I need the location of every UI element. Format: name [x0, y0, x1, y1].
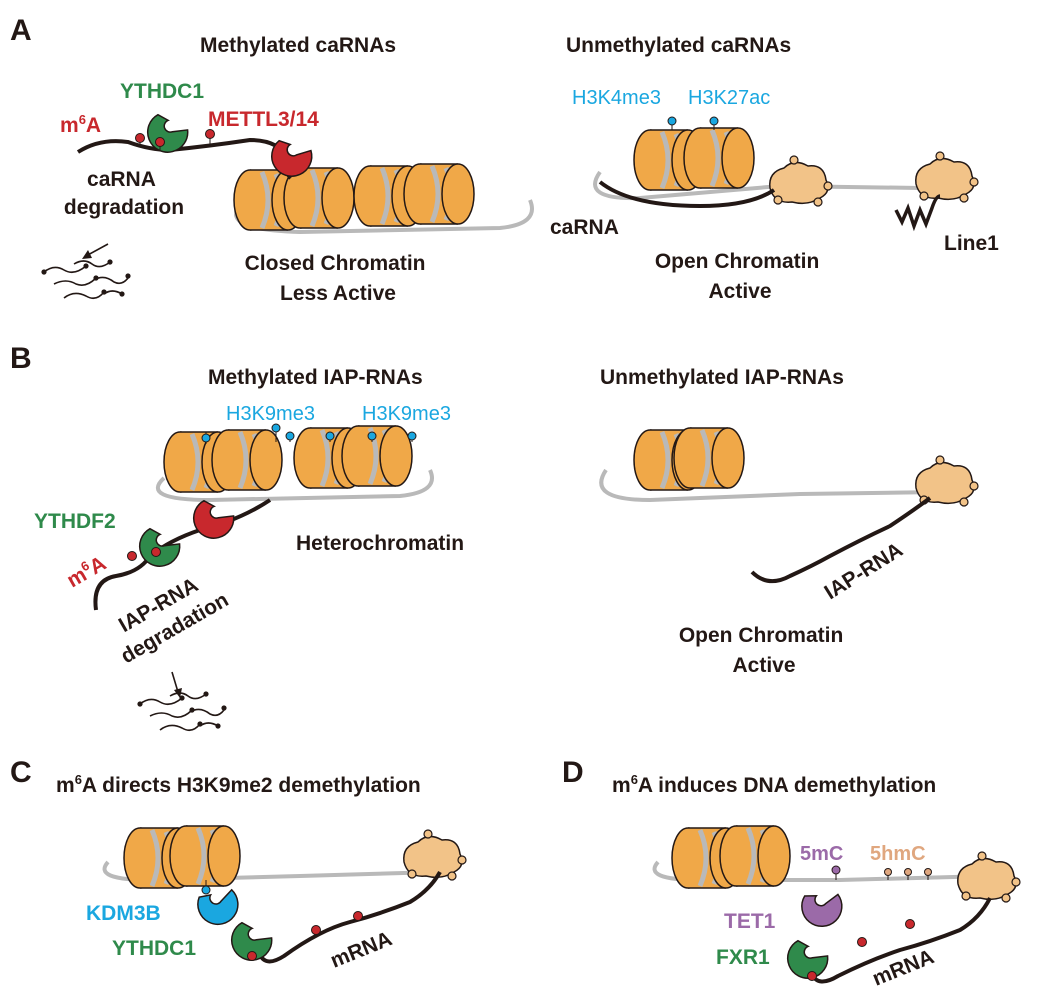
- panel-d-5mc-label: 5mC: [800, 843, 843, 865]
- panel-d-title: m6A induces DNA demethylation: [612, 772, 936, 797]
- panel-c: C m6A directs H3K9me2 demethylation KDM3…: [10, 756, 467, 973]
- panel-a-histone2-label: H3K27ac: [688, 87, 770, 109]
- panel-b-right-title: Unmethylated IAP-RNAs: [600, 366, 844, 389]
- panel-a-polymerase-1: [769, 155, 833, 207]
- panel-c-mrna-label: mRNA: [327, 927, 395, 972]
- panel-c-nucleosomes: [124, 826, 240, 888]
- panel-b-dna: [156, 469, 434, 503]
- panel-b-degradation-label: IAP-RNA degradation: [103, 564, 233, 668]
- panel-b-fragments: [137, 691, 227, 732]
- panel-b-m6a-marks: [127, 547, 161, 561]
- panel-a-fragments: [41, 259, 131, 300]
- panel-b-histone-marks: [201, 423, 417, 444]
- panel-a: A Methylated caRNAs Unmethylated caRNAs …: [10, 14, 999, 305]
- panel-c-title: m6A directs H3K9me2 demethylation: [56, 772, 421, 797]
- panel-b-histone2-label: H3K9me3: [362, 403, 451, 425]
- panel-a-nucleosome-array: [234, 164, 474, 230]
- panel-c-polymerase: [403, 829, 467, 881]
- panel-a-left-title: Methylated caRNAs: [200, 34, 396, 57]
- panel-b-left-state: Heterochromatin: [296, 532, 464, 555]
- panel-b-iap-rna-right: [750, 496, 932, 584]
- panel-a-histone1-label: H3K4me3: [572, 87, 661, 109]
- panel-d-letter: D: [562, 756, 584, 789]
- panel-c-ythdc1-label: YTHDC1: [112, 937, 196, 960]
- panel-a-carna-strand-right: [598, 180, 776, 209]
- panel-d-nucleosomes: [672, 826, 790, 888]
- panel-d-mrna-label: mRNA: [869, 945, 937, 990]
- panel-d-5hmc-label: 5hmC: [870, 843, 926, 865]
- panel-a-polymerase-2: [915, 151, 979, 203]
- panel-a-histone-marks: [667, 116, 719, 130]
- panel-b-polymerase: [915, 455, 979, 507]
- panel-d-mrna-strand: [810, 897, 992, 984]
- panel-d-tet1-label: TET1: [724, 910, 776, 933]
- panel-c-kdm3b-label: KDM3B: [86, 902, 161, 925]
- panel-a-right-state: Open Chromatin Active: [655, 250, 825, 303]
- panel-b-right-dna: [599, 468, 941, 503]
- panel-d-fxr1: [779, 930, 835, 987]
- panel-b-iap-rna-label: IAP-RNA: [820, 538, 906, 604]
- panel-a-line1-label: Line1: [944, 232, 999, 255]
- panel-b-left-title: Methylated IAP-RNAs: [208, 366, 423, 389]
- panel-d-5mc-mark: [831, 865, 841, 880]
- panel-a-ythdc1-reader: [139, 104, 195, 161]
- panel-d-tet1: [793, 879, 850, 935]
- panel-a-letter: A: [10, 14, 32, 47]
- panel-c-kdm3b: [191, 879, 244, 931]
- panel-a-reader-label: YTHDC1: [120, 80, 204, 103]
- panel-a-degradation-label: caRNA degradation: [64, 168, 184, 219]
- panel-a-m6a-marks: [135, 129, 215, 150]
- panel-c-mrna-strand: [256, 871, 442, 964]
- panel-b-reader-label: YTHDF2: [34, 510, 116, 533]
- panel-b-m6a-label: m6A: [62, 550, 110, 592]
- panel-a-m6a-label: m6A: [60, 112, 101, 137]
- panel-b-right-state: Open Chromatin Active: [679, 624, 849, 677]
- panel-b-arrow: [171, 671, 179, 693]
- panel-d-polymerase: [957, 851, 1021, 903]
- panel-b-letter: B: [10, 342, 32, 375]
- panel-a-carna-label: caRNA: [550, 216, 619, 239]
- panel-a-writer-label: METTL3/14: [208, 108, 319, 131]
- panel-a-left-state: Closed Chromatin Less Active: [245, 252, 432, 305]
- panel-b-histone1-label: H3K9me3: [226, 403, 315, 425]
- panel-c-h3k9-mark: [201, 880, 211, 895]
- panel-b: B Methylated IAP-RNAs Unmethylated IAP-R…: [10, 342, 979, 732]
- panel-a-arrow-head: [82, 250, 92, 259]
- panel-a-right-nucleosomes: [634, 128, 754, 190]
- panel-a-right-title: Unmethylated caRNAs: [566, 34, 791, 57]
- panel-d-fxr1-label: FXR1: [716, 946, 770, 969]
- panel-d-m6a-marks: [807, 919, 915, 981]
- panel-c-m6a-marks: [247, 911, 363, 961]
- panel-c-letter: C: [10, 756, 32, 789]
- panel-a-line1-strand: [894, 194, 941, 232]
- panel-d-5hmc-marks: [884, 868, 932, 880]
- panel-d: D m6A induces DNA demethylation 5mC 5hmC…: [562, 756, 1021, 991]
- panel-b-right-nucleosomes: [634, 428, 744, 490]
